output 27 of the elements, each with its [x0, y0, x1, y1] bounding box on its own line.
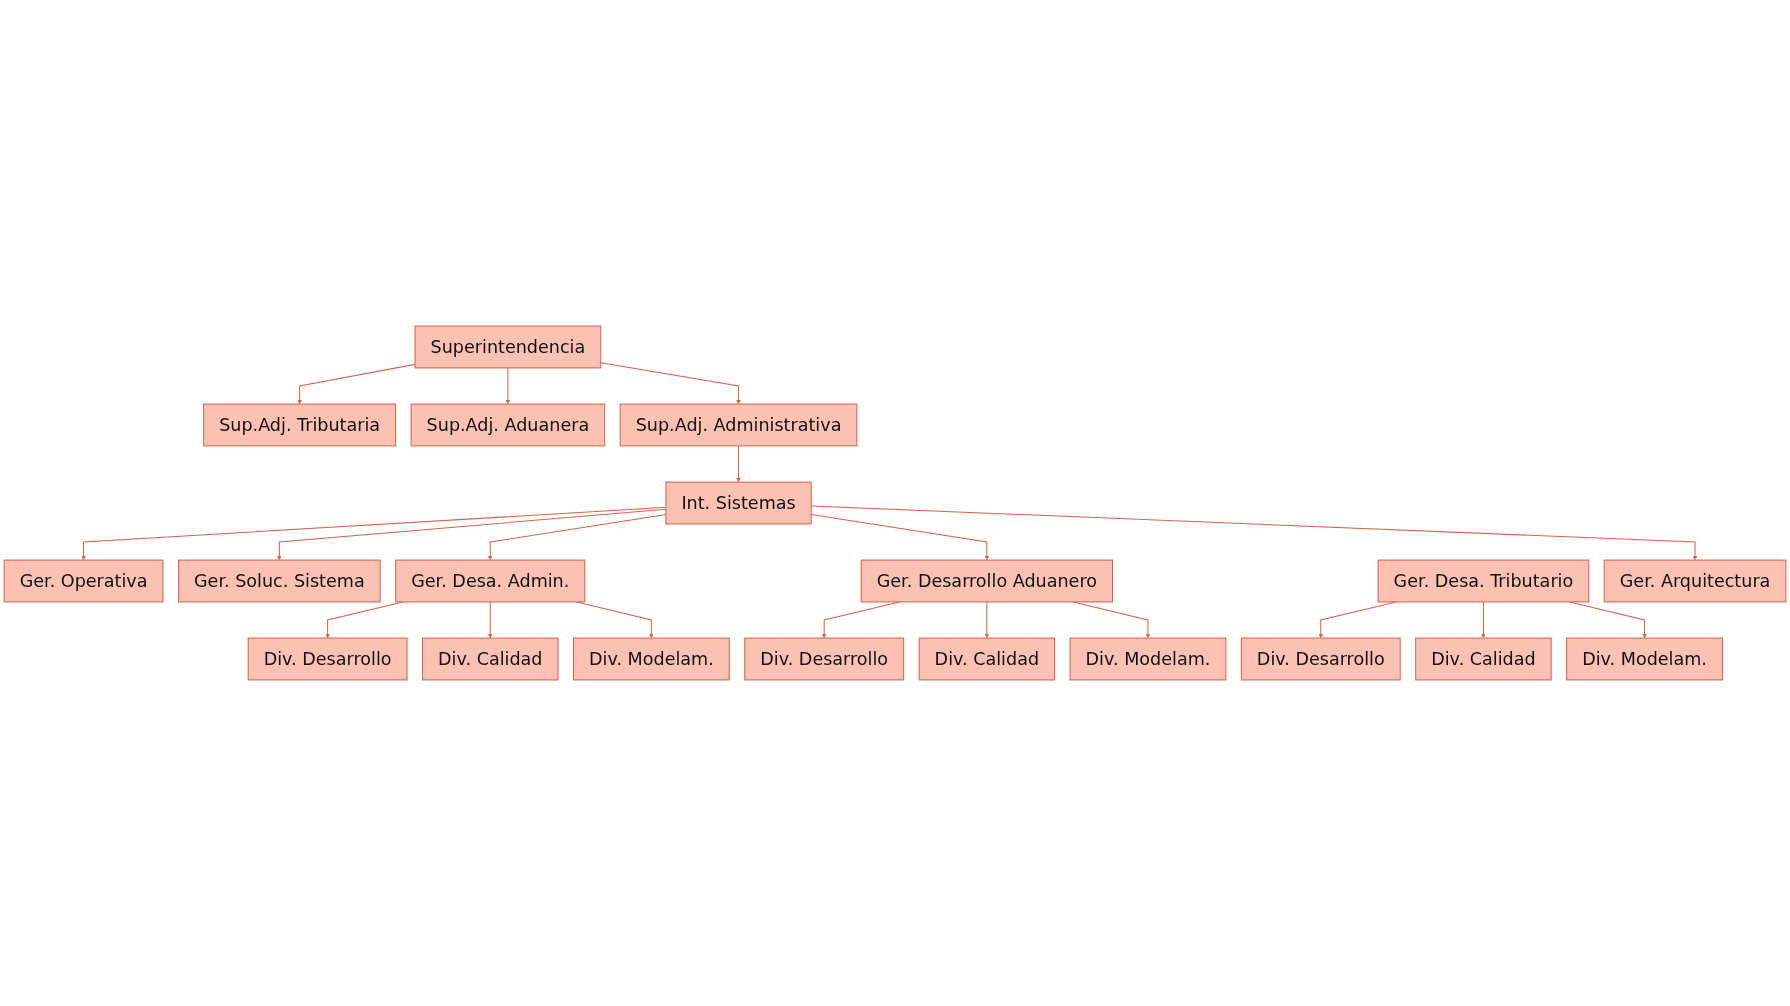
node-box: Sup.Adj. Tributaria	[203, 403, 397, 447]
node-box: Div. Calidad	[918, 637, 1056, 681]
arrow	[488, 601, 493, 639]
node-box: Div. Desarrollo	[744, 637, 905, 681]
node-box: Div. Modelam.	[1566, 637, 1723, 681]
node-box: Superintendencia	[414, 325, 602, 369]
arrow	[600, 362, 741, 405]
node-box: Ger. Arquitectura	[1603, 559, 1787, 603]
node-box: Int. Sistemas	[665, 481, 812, 525]
arrow	[736, 445, 741, 483]
node-box: Div. Calidad	[422, 637, 559, 681]
arrow	[1481, 601, 1486, 639]
node-box: Ger. Operativa	[3, 559, 164, 603]
node-box: Div. Desarrollo	[1240, 637, 1401, 681]
node-box: Ger. Desarrollo Aduanero	[860, 559, 1113, 603]
node-box: Div. Modelam.	[1069, 637, 1227, 681]
node-box: Ger. Desa. Admin.	[395, 559, 586, 603]
node-box: Sup.Adj. Aduanera	[410, 403, 606, 447]
node-box: Sup.Adj. Administrativa	[619, 403, 858, 447]
node-box: Div. Modelam.	[572, 637, 730, 681]
arrow	[505, 367, 511, 405]
arrow	[984, 601, 990, 639]
node-box: Div. Desarrollo	[247, 637, 408, 681]
node-box: Ger. Desa. Tributario	[1377, 559, 1590, 603]
arrow	[297, 363, 416, 405]
node-box: Ger. Soluc. Sistema	[178, 559, 381, 603]
node-box: Div. Calidad	[1415, 637, 1552, 681]
